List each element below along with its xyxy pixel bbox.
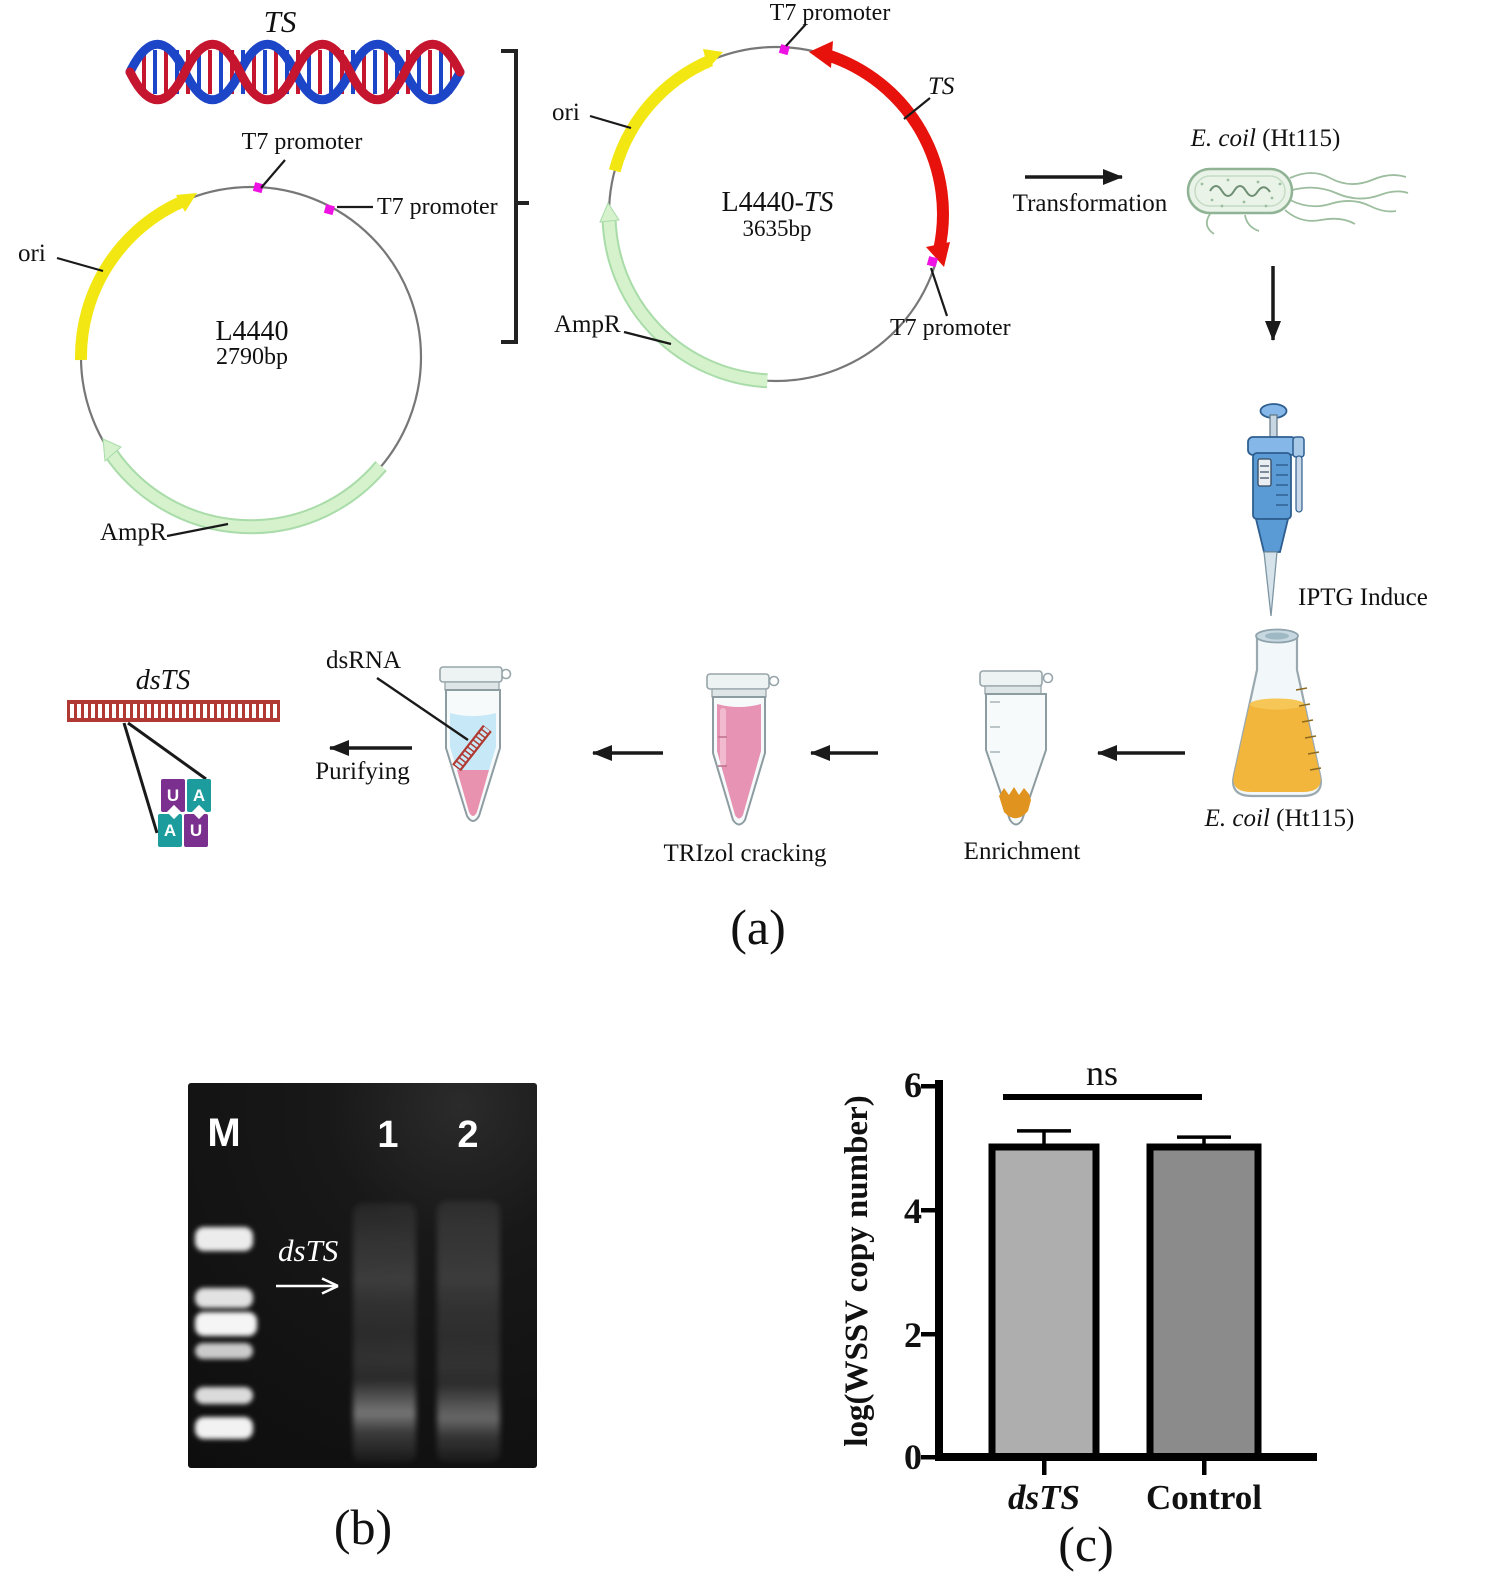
p2-name-italic: TS — [803, 187, 834, 218]
nucleotide-tile-u2: U — [184, 814, 208, 847]
gel-image: M 1 2 dsTS — [188, 1083, 537, 1468]
e-coli-bacterium-illustration — [1186, 167, 1409, 235]
gel-dsts-label: dsTS — [278, 1233, 339, 1268]
p1-name-label: L4440 — [215, 316, 289, 347]
trizol-tube-illustration — [706, 673, 780, 826]
marker-band — [195, 1387, 253, 1404]
transformation-label: Transformation — [1012, 190, 1168, 217]
p2-ampr-label: AmpR — [554, 311, 621, 338]
nucleotide-tile-a2: A — [158, 814, 182, 847]
ecoli-top-rest: (Ht115) — [1255, 125, 1341, 152]
dsts-label: dsTS — [135, 665, 191, 696]
p1-ori-label: ori — [18, 240, 46, 267]
ytick-6: 6 — [904, 1065, 922, 1105]
y-axis-label: log(WSSV copy number) — [839, 1095, 875, 1447]
p1-t7-right-label: T7 promoter — [377, 194, 498, 220]
ecoli-top-italic: E. coil — [1190, 125, 1256, 152]
ecoli-bottom-label: E. coil (Ht115) — [1192, 805, 1367, 832]
p2-name-label: L4440-TS — [705, 188, 850, 217]
ytick-2: 2 — [904, 1315, 922, 1355]
xcat-dsts: dsTS — [1008, 1478, 1080, 1517]
y-axis — [935, 1080, 943, 1461]
gel-lane-marker-label: M — [207, 1111, 241, 1155]
flask-illustration — [1232, 628, 1322, 798]
x-ticks — [1042, 1461, 1207, 1475]
ts-fragment-title: TS — [263, 4, 297, 39]
ns-label: ns — [1085, 1053, 1118, 1093]
marker-band — [195, 1417, 253, 1439]
dsrna-label: dsRNA — [326, 647, 402, 674]
gel-dsts-arrow — [276, 1277, 339, 1295]
purifying-label: Purifying — [315, 758, 410, 785]
marker-band — [195, 1288, 253, 1308]
dsts-ladder-illustration — [67, 700, 280, 834]
x-axis — [935, 1453, 1317, 1461]
ts-dna-helix-illustration — [125, 39, 465, 105]
caption-a: (a) — [730, 899, 786, 955]
ecoli-bottom-rest: (Ht115) — [1269, 805, 1355, 832]
significance-line — [1003, 1094, 1202, 1100]
xcat-control: Control — [1145, 1478, 1263, 1517]
chart-canvas — [921, 1080, 1317, 1475]
flow-arrows — [329, 169, 1281, 761]
p1-size-label: 2790bp — [216, 344, 288, 370]
plasmid-l4440 — [56, 159, 423, 538]
panel-a-diagram — [56, 23, 1409, 834]
ecoli-bottom-italic: E. coil — [1204, 805, 1270, 832]
iptg-label: IPTG Induce — [1298, 584, 1428, 611]
p2-ori-label: ori — [552, 99, 580, 126]
dsrna-tube-illustration — [376, 666, 512, 822]
caption-c: (c) — [1058, 1516, 1114, 1572]
marker-band — [195, 1343, 253, 1359]
marker-band — [195, 1227, 253, 1251]
wssv-bar-chart: 6 4 2 0 ns log(WSSV copy number) dsTS Co… — [830, 1040, 1360, 1517]
caption-b: (b) — [333, 1499, 393, 1555]
enrichment-label: Enrichment — [963, 838, 1081, 865]
p2-size-label: 3635bp — [742, 216, 812, 241]
trizol-label: TRIzol cracking — [663, 840, 827, 867]
y-ticks — [921, 1084, 935, 1460]
combination-bracket — [501, 49, 529, 344]
gel-lane2-label: 2 — [457, 1114, 479, 1156]
enrichment-tube-illustration — [979, 670, 1054, 826]
gel-lane1-label: 1 — [377, 1114, 399, 1156]
marker-band — [195, 1312, 257, 1336]
ytick-4: 4 — [904, 1191, 922, 1231]
lane2-smear — [437, 1201, 500, 1463]
micropipette-illustration — [1247, 403, 1305, 617]
bar-dsts — [988, 1143, 1100, 1461]
ytick-0: 0 — [904, 1437, 922, 1477]
p2-ts-label: TS — [928, 73, 955, 100]
p2-t7-top-label: T7 promoter — [769, 0, 891, 26]
p1-t7-top-label: T7 promoter — [241, 129, 363, 155]
p2-name-prefix: L4440- — [721, 187, 804, 218]
p1-ampr-label: AmpR — [100, 519, 167, 546]
plasmid-l4440-ts — [589, 23, 950, 389]
nucleotide-tile-a1: A — [187, 779, 211, 812]
p2-t7-bottom-label: T7 promoter — [890, 315, 1011, 341]
lane1-smear — [353, 1203, 416, 1463]
bar-control — [1146, 1143, 1262, 1461]
ecoli-top-label: E. coil (Ht115) — [1178, 125, 1353, 152]
